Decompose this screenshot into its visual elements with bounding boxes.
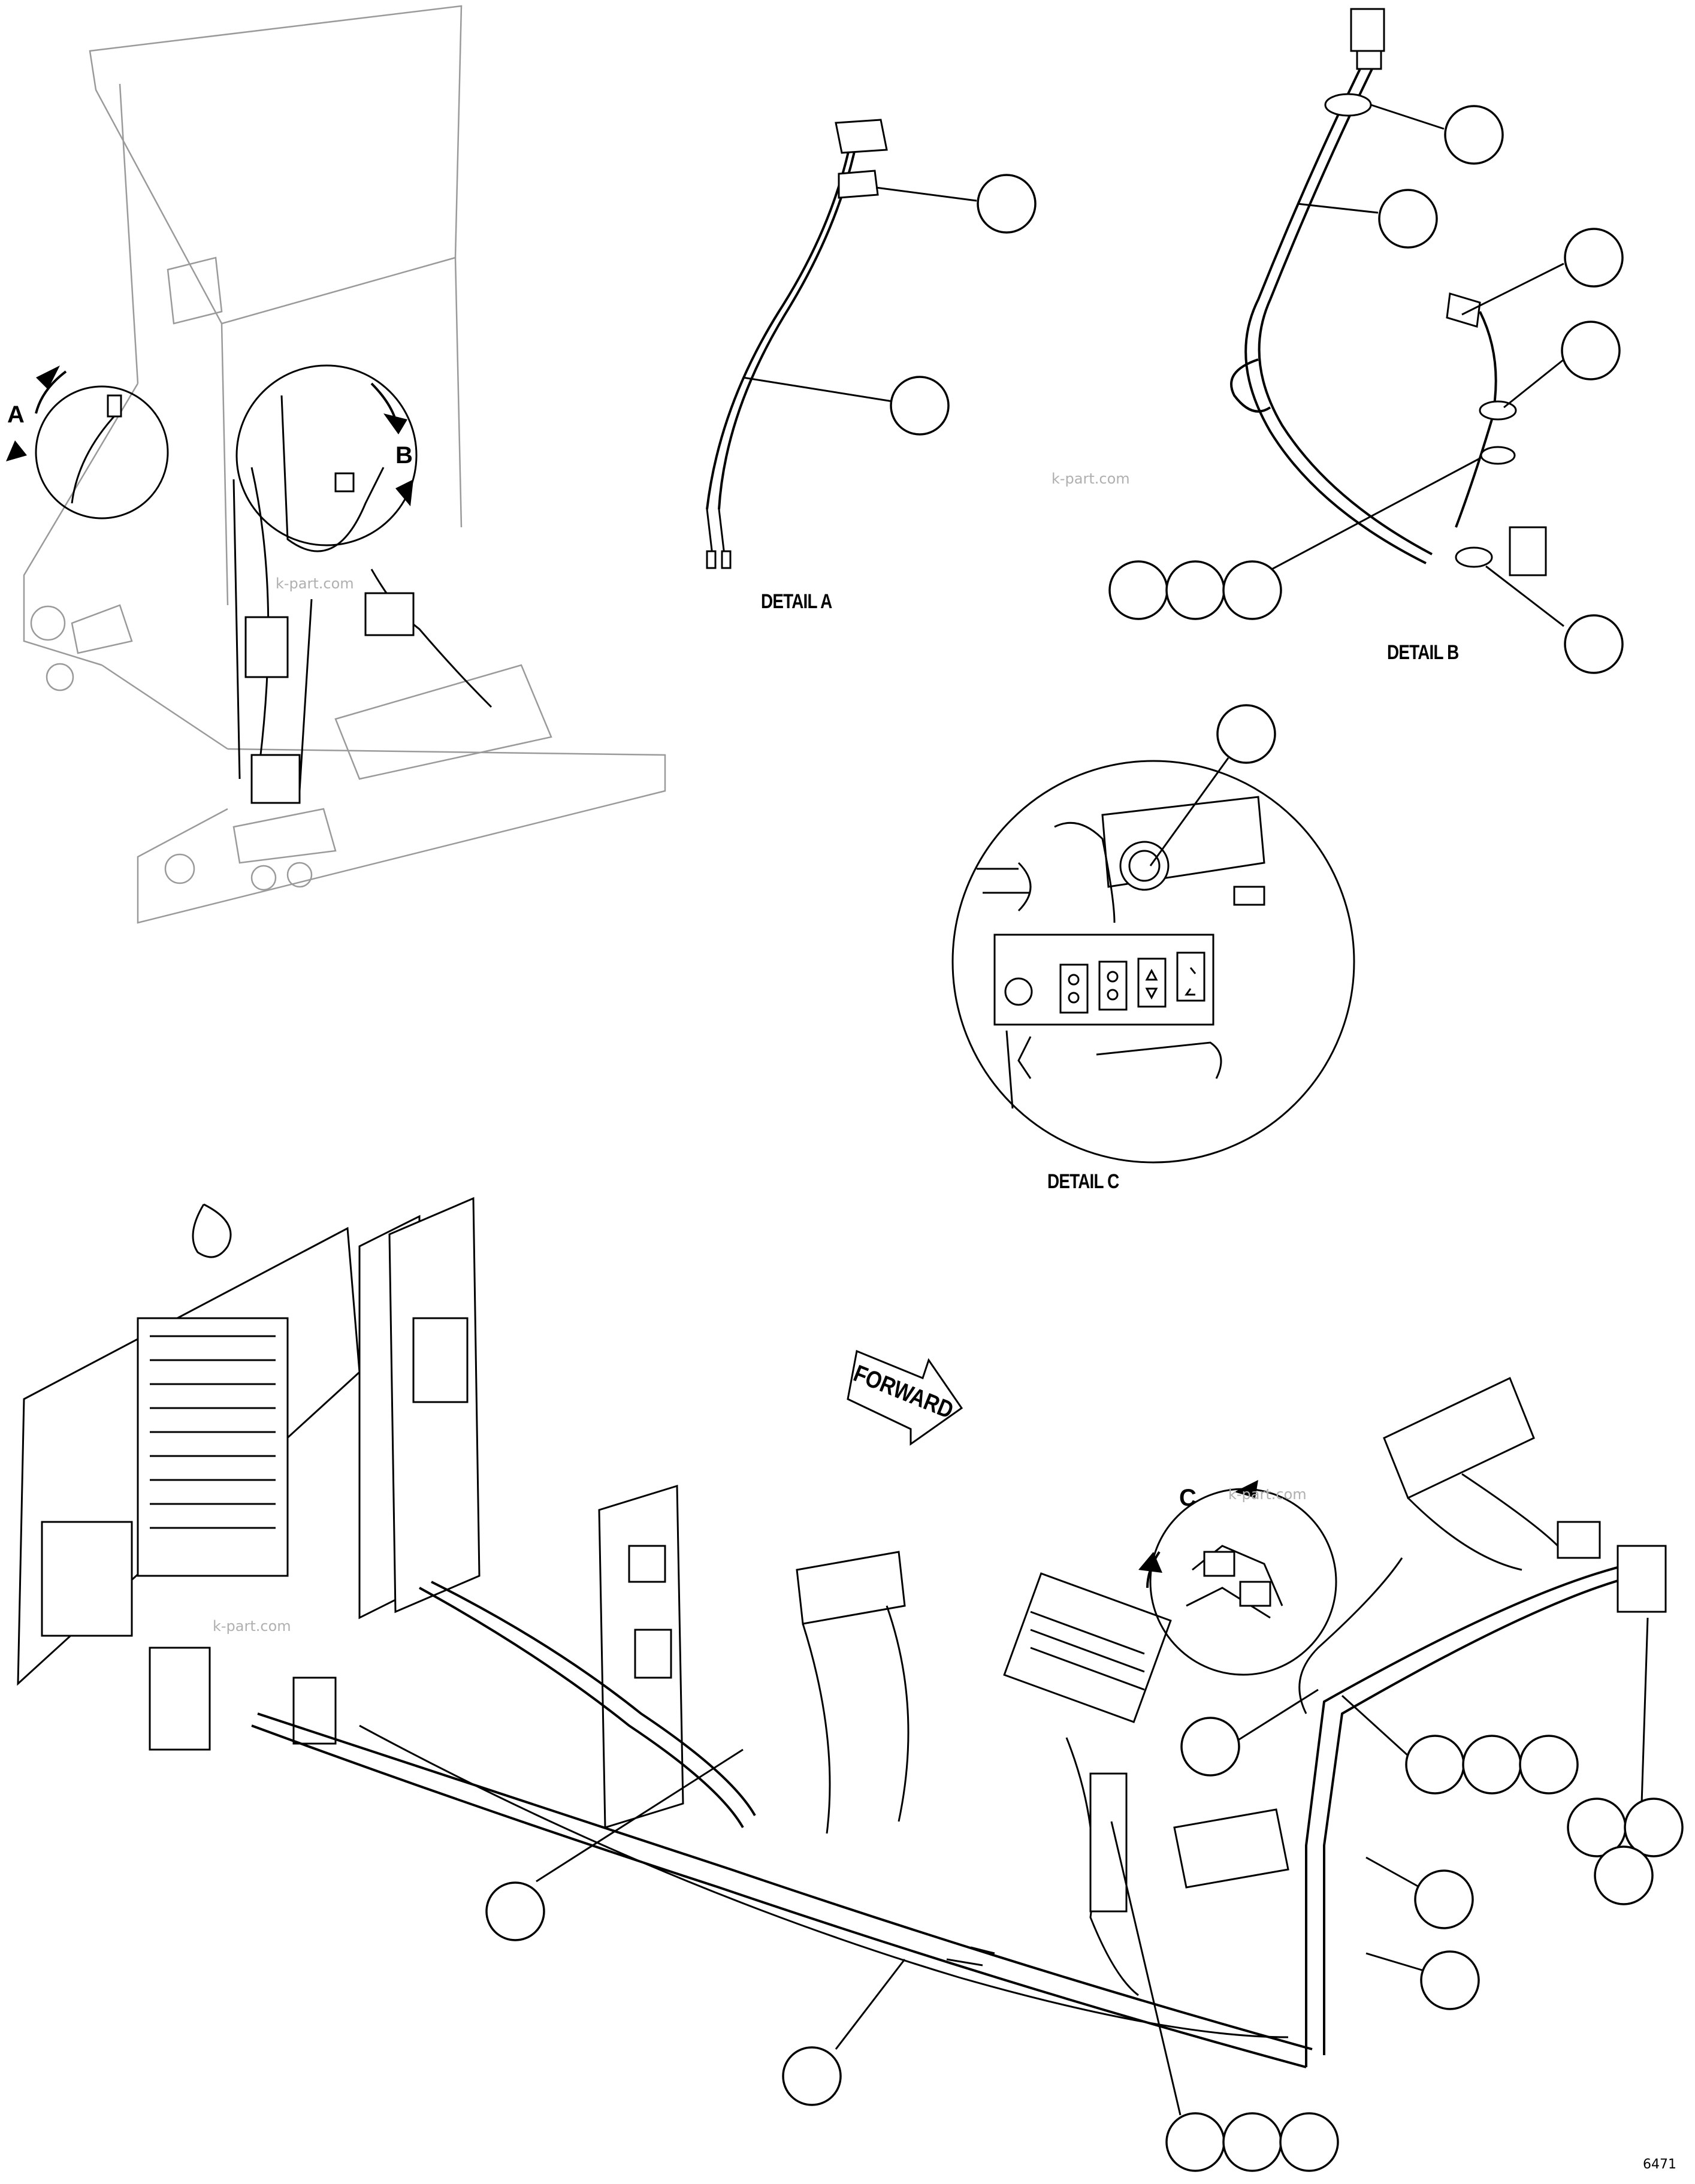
- callout-balloon: [1462, 1735, 1522, 1795]
- callout-balloon: [1222, 2112, 1282, 2172]
- callout-balloon: [1216, 704, 1276, 764]
- detail-b-title: DETAIL B: [1387, 641, 1459, 664]
- watermark: k-part.com: [213, 1618, 291, 1635]
- callout-balloon: [1564, 228, 1624, 288]
- callout-balloon: [1165, 560, 1225, 620]
- callout-balloon: [1420, 1950, 1480, 2010]
- sheet-id: 6471: [1643, 2157, 1676, 2172]
- watermark: k-part.com: [1228, 1486, 1307, 1503]
- watermark: k-part.com: [1052, 470, 1130, 487]
- callout-balloon: [1108, 560, 1168, 620]
- callout-balloon: [1519, 1735, 1579, 1795]
- callout-balloon: [1561, 321, 1621, 380]
- detail-c-title: DETAIL C: [1047, 1170, 1119, 1193]
- callout-balloon: [1165, 2112, 1225, 2172]
- callout-balloon: [1594, 1845, 1654, 1905]
- callout-balloon: [1279, 2112, 1339, 2172]
- watermark: k-part.com: [276, 575, 354, 592]
- callout-balloon: [1564, 614, 1624, 674]
- detail-b-drawing: [1230, 8, 1547, 576]
- detail-c-drawing: [951, 760, 1355, 1164]
- callout-balloon: [1624, 1798, 1684, 1857]
- callout-balloon: [977, 174, 1037, 234]
- callout-balloon: [1222, 560, 1282, 620]
- detail-a-callouts: [742, 174, 1037, 436]
- callout-balloon: [1414, 1869, 1474, 1929]
- main-harness-assembly: [17, 1197, 1667, 2068]
- view-arrow-b: B: [395, 442, 413, 469]
- main-assembly-callouts: [485, 1617, 1684, 2172]
- callout-balloon: [890, 376, 950, 436]
- detail-a-title: DETAIL A: [761, 590, 832, 613]
- view-arrow-a: A: [7, 401, 25, 428]
- detail-a-drawing: [706, 119, 888, 569]
- callout-balloon: [1405, 1735, 1465, 1795]
- callout-balloon: [485, 1881, 545, 1941]
- callout-balloon: [782, 2046, 842, 2106]
- detail-b-callouts: [1108, 104, 1624, 674]
- view-arrow-c: C: [1179, 1485, 1197, 1511]
- callout-balloon: [1180, 1717, 1240, 1777]
- machine-overview: [6, 5, 666, 924]
- detail-c-callouts: [1149, 704, 1276, 866]
- callout-balloon: [1378, 189, 1438, 249]
- callout-balloon: [1444, 105, 1504, 165]
